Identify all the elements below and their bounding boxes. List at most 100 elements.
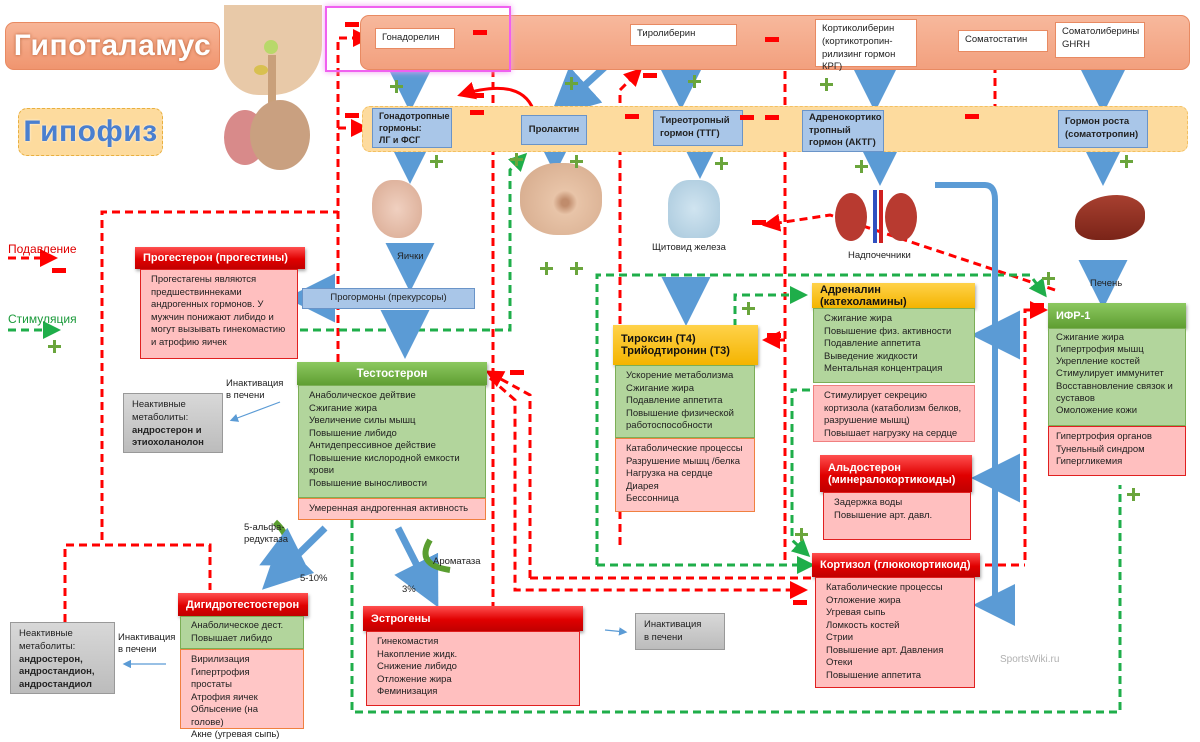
- text-line: Инактивация: [118, 632, 176, 643]
- text-line: разрушение мышц): [824, 415, 910, 427]
- text-line: Диарея: [626, 480, 659, 492]
- text-line: Повышение кислородной емкости: [309, 452, 460, 464]
- text-line: Адренокортико: [809, 111, 882, 123]
- minus-icon: [473, 30, 487, 35]
- plus-icon: [540, 262, 553, 275]
- thyroxine-header: Тироксин (Т4)Трийодтиронин (Т3): [613, 325, 758, 365]
- text-line: мужчин понижают либидо и: [151, 311, 274, 323]
- text-line: крови: [309, 465, 335, 477]
- text-line: Выведение жидкости: [824, 350, 918, 362]
- testosterone-header: Тестостерон: [297, 362, 487, 385]
- plus-icon: [510, 153, 523, 166]
- text-line: кортизола (катаболизм белков,: [824, 402, 962, 414]
- aromatase-label: Ароматаза: [433, 556, 481, 567]
- dht-positive: Анаболическое дест.Повышает либидо: [180, 616, 304, 649]
- plus-icon: [1120, 155, 1133, 168]
- text-line: Сжигание жира: [309, 402, 377, 414]
- text-line: метаболиты:: [19, 640, 76, 652]
- thyroid-label: Щитовид железа: [652, 242, 726, 253]
- thyroid-illustration: [668, 180, 720, 238]
- text-line: Разрушение мышц /белка: [626, 455, 741, 467]
- testes-label: Яички: [397, 251, 424, 262]
- text-line: рилизинг гормон КРГ): [822, 48, 896, 73]
- text-line: Неактивные: [132, 399, 186, 410]
- text-line: Акне (угревая сыпь): [191, 729, 280, 741]
- minus-icon: [470, 93, 484, 98]
- minus-icon: [752, 220, 766, 225]
- text-line: Повышение выносливости: [309, 477, 428, 489]
- adrenals-label: Надпочечники: [848, 250, 911, 261]
- text-line: Неактивные: [19, 628, 73, 639]
- text-line: Увеличение силы мышц: [309, 415, 416, 427]
- text-line: Катаболические процессы: [626, 443, 743, 454]
- text-line: Стрии: [826, 632, 854, 644]
- testosterone-negative: Умеренная андрогенная активность: [298, 498, 486, 520]
- minus-icon: [965, 114, 979, 119]
- aldosterone-header: Альдостерон(минералокортикоиды): [820, 455, 972, 492]
- text-line: андростандиол: [19, 679, 92, 691]
- text-line: Гипергликемия: [1056, 456, 1123, 468]
- plus-icon: [570, 155, 583, 168]
- gonadorelin-box: Гонадорелин: [375, 28, 455, 49]
- text-line: Угревая сыпь: [826, 607, 886, 619]
- text-line: Гипертрофия мышц: [1056, 344, 1144, 356]
- text-line: Гормон роста: [1065, 116, 1130, 128]
- text-line: тропный: [809, 124, 851, 136]
- dht-header: Дигидротестостерон: [178, 593, 308, 616]
- text-line: работоспособности: [626, 420, 713, 432]
- plus-icon: [570, 262, 583, 275]
- text-line: могут вызывать гинекомастию: [151, 324, 286, 336]
- growth-hormone-box: Гормон роста(соматотропин): [1058, 110, 1148, 148]
- plus-icon: [390, 80, 403, 93]
- minus-icon: [510, 370, 524, 375]
- plus-icon: [1042, 272, 1055, 285]
- tiroliberin-box: Тиролиберин: [630, 24, 737, 46]
- reductase-label: 5-альфа-редуктаза: [244, 522, 288, 547]
- text-line: Повышает нагрузку на сердце: [824, 427, 958, 439]
- text-line: Подавление аппетита: [824, 338, 921, 350]
- minus-icon: [470, 110, 484, 115]
- text-line: Укрепление костей: [1056, 356, 1140, 368]
- hypothalamus-band: [360, 15, 1190, 70]
- text-line: Сжигание жира: [626, 382, 694, 394]
- adrenals-illustration: [835, 185, 917, 243]
- text-line: Нагрузка на сердце: [626, 468, 713, 480]
- plus-icon: [430, 155, 443, 168]
- prohormones-box: Прогормоны (прекурсоры): [302, 288, 475, 309]
- text-line: метаболиты:: [132, 411, 189, 423]
- liver-label: Печень: [1090, 278, 1123, 289]
- minus-icon: [765, 115, 779, 120]
- text-line: гормон (АКТГ): [809, 137, 876, 149]
- text-line: Ломкость костей: [826, 619, 900, 631]
- text-line: Гонадотропные: [379, 110, 450, 121]
- text-line: Прогестагены являются: [151, 274, 257, 285]
- text-line: Сжигание жира: [824, 313, 892, 324]
- text-line: Подавление аппетита: [626, 395, 723, 407]
- watermark: SportsWiki.ru: [1000, 654, 1060, 665]
- text-line: Трийодтиронин (Т3): [621, 345, 730, 357]
- kortikoliberin-box: Кортиколиберин(кортикотропин-рилизинг го…: [815, 19, 917, 72]
- igf1-header: ИФР-1: [1048, 303, 1186, 328]
- plus-icon: [855, 160, 868, 173]
- reductase-percent: 5-10%: [300, 573, 328, 584]
- plus-icon: [795, 528, 808, 541]
- text-line: Накопление жидк.: [377, 648, 458, 660]
- text-line: (минералокортикоиды): [828, 473, 956, 486]
- text-line: Катаболические процессы: [826, 582, 943, 593]
- progesterone-header: Прогестерон (прогестины): [135, 247, 305, 269]
- text-line: и атрофию яичек: [151, 336, 227, 348]
- breast-illustration: [520, 163, 602, 235]
- text-line: Атрофия яичек: [191, 691, 258, 703]
- minus-icon: [765, 37, 779, 42]
